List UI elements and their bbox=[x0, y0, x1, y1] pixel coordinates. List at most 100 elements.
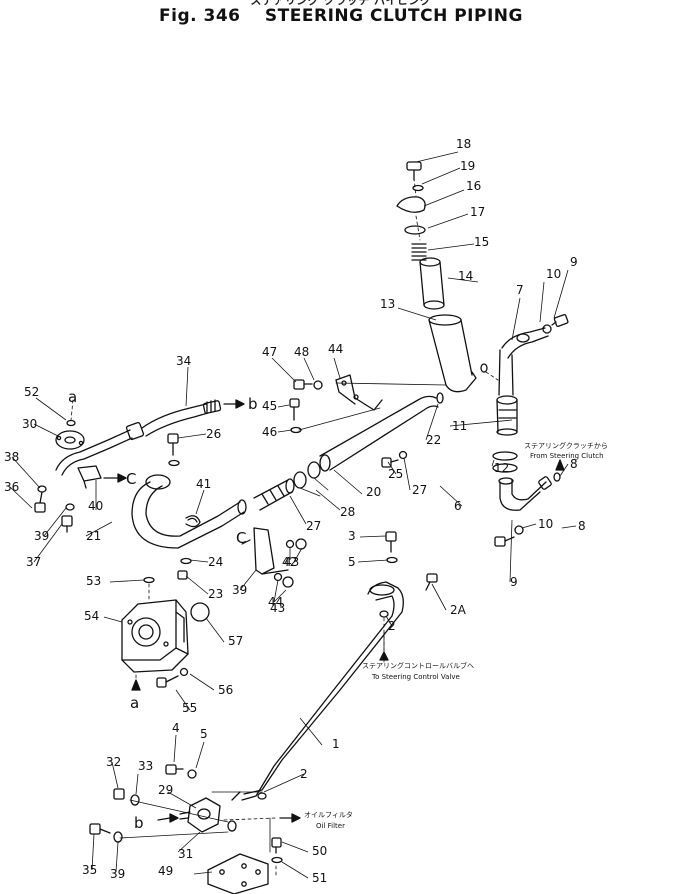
washer-27-right bbox=[398, 450, 408, 460]
clamps-12 bbox=[492, 451, 518, 473]
leader-line-20 bbox=[427, 243, 475, 251]
callout-38-44: 38 bbox=[4, 450, 19, 464]
leader-line-27 bbox=[425, 403, 439, 441]
o-ring-8-top bbox=[480, 363, 488, 373]
leader-line-33 bbox=[289, 495, 307, 525]
leader-line-32 bbox=[403, 457, 411, 491]
callout-27-33: 27 bbox=[306, 519, 321, 533]
leader-line-35 bbox=[167, 791, 197, 809]
callout-15-20: 15 bbox=[474, 235, 489, 249]
leader-line-7 bbox=[195, 741, 205, 769]
bolt-2A bbox=[425, 573, 438, 591]
connector-lines bbox=[119, 631, 385, 853]
callout-17-22: 17 bbox=[470, 205, 485, 219]
note-valve-en: To Steering Control Valve bbox=[371, 673, 460, 681]
callout-layer: 1222A34556788991010111213141516171819202… bbox=[4, 137, 586, 885]
hose-28 bbox=[253, 478, 295, 511]
leader-line-8 bbox=[439, 485, 463, 507]
callout-27-32: 27 bbox=[412, 483, 427, 497]
callout-55-65: 55 bbox=[182, 701, 197, 715]
callout-16-21: 16 bbox=[466, 179, 481, 193]
leader-lines bbox=[9, 151, 577, 879]
bracket-40 bbox=[253, 527, 289, 575]
callout-5-6: 5 bbox=[348, 555, 356, 569]
bolt-51 bbox=[271, 837, 282, 854]
washer-49 bbox=[313, 380, 323, 390]
note-filter-en: Oil Filter bbox=[316, 822, 345, 830]
flange-31 bbox=[55, 430, 85, 450]
bolt-48 bbox=[293, 379, 313, 390]
washer-57 bbox=[179, 667, 189, 677]
note-valve-jp: ステアリングコントロールバルブへ bbox=[362, 661, 474, 670]
o-ring-22 bbox=[436, 392, 444, 404]
leader-line-39 bbox=[135, 773, 139, 795]
o-ring-34 bbox=[130, 794, 140, 806]
leader-line-67 bbox=[205, 617, 225, 643]
adapter-30 bbox=[179, 797, 221, 833]
callout-11-16: 11 bbox=[452, 419, 467, 433]
spring-15 bbox=[411, 243, 427, 261]
plug-33 bbox=[113, 788, 125, 800]
callout-26-31: 26 bbox=[206, 427, 221, 441]
leader-line-55 bbox=[277, 404, 290, 408]
callout-44-53: 44 bbox=[268, 595, 283, 609]
note-filter-jp: オイルフィルタ bbox=[304, 810, 353, 819]
clamp-29a bbox=[293, 471, 307, 489]
leader-line-41 bbox=[91, 833, 95, 871]
callout-41-49: 41 bbox=[196, 477, 211, 491]
callout-52-62: 52 bbox=[24, 385, 39, 399]
callout-30-36: 30 bbox=[22, 417, 37, 431]
leader-line-54 bbox=[333, 357, 341, 379]
plug-23 bbox=[177, 570, 188, 580]
pipe-20 bbox=[319, 395, 439, 472]
callout-9-13: 9 bbox=[510, 575, 518, 589]
leader-line-19 bbox=[447, 277, 479, 283]
bolt-18 bbox=[406, 161, 422, 181]
leader-line-51 bbox=[273, 589, 287, 603]
bolt-9-top bbox=[551, 313, 569, 327]
nut-43-top bbox=[295, 538, 307, 550]
callout-23-28: 23 bbox=[208, 587, 223, 601]
bolt-3 bbox=[385, 531, 397, 553]
callout-10-14: 10 bbox=[546, 267, 561, 281]
annotation-notes: ステアリングクラッチから From Steering Clutch ステアリング… bbox=[304, 441, 608, 830]
callout-50-60: 50 bbox=[312, 844, 327, 858]
callout-6-8: 6 bbox=[454, 499, 462, 513]
callout-13-18: 13 bbox=[380, 297, 395, 311]
leader-line-65 bbox=[175, 689, 191, 711]
leader-line-9 bbox=[511, 297, 521, 341]
leader-line-12 bbox=[553, 269, 569, 319]
callout-28-34: 28 bbox=[340, 505, 355, 519]
washer-52 bbox=[271, 856, 283, 864]
leader-line-47 bbox=[239, 569, 257, 591]
o-ring-53 bbox=[66, 419, 76, 427]
leader-line-26 bbox=[85, 521, 113, 537]
washer-44-bottom bbox=[273, 572, 283, 582]
bracket-45 bbox=[335, 374, 383, 411]
leader-line-0 bbox=[299, 717, 323, 746]
leader-line-53 bbox=[273, 579, 279, 603]
o-ring-2-lower bbox=[257, 792, 267, 800]
leader-line-40 bbox=[185, 366, 189, 407]
callout-29-35: 29 bbox=[158, 783, 173, 797]
callout-53-63: 53 bbox=[86, 574, 101, 588]
pump-55 bbox=[121, 599, 189, 673]
clamp-29b bbox=[307, 461, 321, 479]
leader-line-29 bbox=[189, 559, 209, 563]
leader-line-62 bbox=[35, 397, 67, 421]
callout-54-64: 54 bbox=[84, 609, 99, 623]
leader-line-13 bbox=[509, 519, 513, 583]
pipe-21 bbox=[131, 474, 247, 549]
callout-42-50: 42 bbox=[282, 555, 297, 569]
leader-line-17 bbox=[491, 459, 495, 467]
washer-19 bbox=[412, 184, 424, 192]
callout-20-25: 20 bbox=[366, 485, 381, 499]
callout-56-66: 56 bbox=[218, 683, 233, 697]
leader-line-14 bbox=[539, 281, 545, 323]
callout-4-5: 4 bbox=[172, 721, 180, 735]
case-13 bbox=[428, 314, 477, 393]
bracket-50 bbox=[207, 853, 269, 894]
figure-number: Fig. 346 bbox=[159, 6, 241, 26]
